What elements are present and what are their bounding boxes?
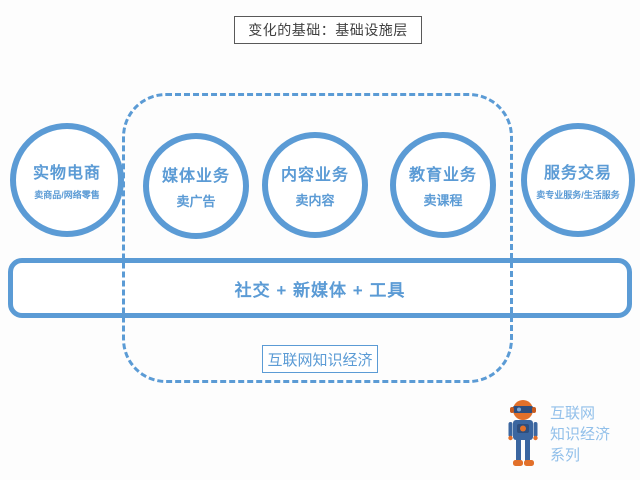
- circle-physical-ecommerce: 实物电商 卖商品/网络零售: [10, 123, 124, 237]
- knowledge-economy-label: 互联网知识经济: [262, 345, 378, 373]
- circle-subtitle: 卖专业服务/生活服务: [536, 190, 620, 200]
- infrastructure-bar-text: 社交 + 新媒体 + 工具: [234, 280, 406, 300]
- circle-title: 服务交易: [543, 165, 612, 182]
- circle-title: 教育业务: [408, 167, 477, 184]
- infrastructure-bar: 社交 + 新媒体 + 工具: [8, 258, 632, 318]
- circle-service-trade: 服务交易 卖专业服务/生活服务: [521, 123, 635, 237]
- diagram-title: 变化的基础：基础设施层: [234, 16, 422, 44]
- circle-title: 内容业务: [280, 167, 349, 184]
- circle-education-business: 教育业务 卖课程: [390, 132, 496, 238]
- circle-content-business: 内容业务 卖内容: [262, 132, 368, 238]
- series-watermark-text: 互联网 知识经济 系列: [550, 405, 611, 464]
- series-watermark: 互联网 知识经济 系列: [505, 399, 610, 469]
- knowledge-economy-label-text: 互联网知识经济: [267, 351, 373, 369]
- robot-icon: [508, 400, 538, 466]
- circle-media-business: 媒体业务 卖广告: [143, 133, 249, 239]
- circle-subtitle: 卖内容: [295, 193, 335, 208]
- circle-subtitle: 卖课程: [423, 193, 463, 208]
- circle-subtitle: 卖广告: [176, 194, 216, 209]
- circle-subtitle: 卖商品/网络零售: [34, 190, 100, 200]
- diagram-title-text: 变化的基础：基础设施层: [248, 22, 408, 38]
- circle-title: 实物电商: [32, 165, 101, 182]
- circle-title: 媒体业务: [161, 168, 230, 185]
